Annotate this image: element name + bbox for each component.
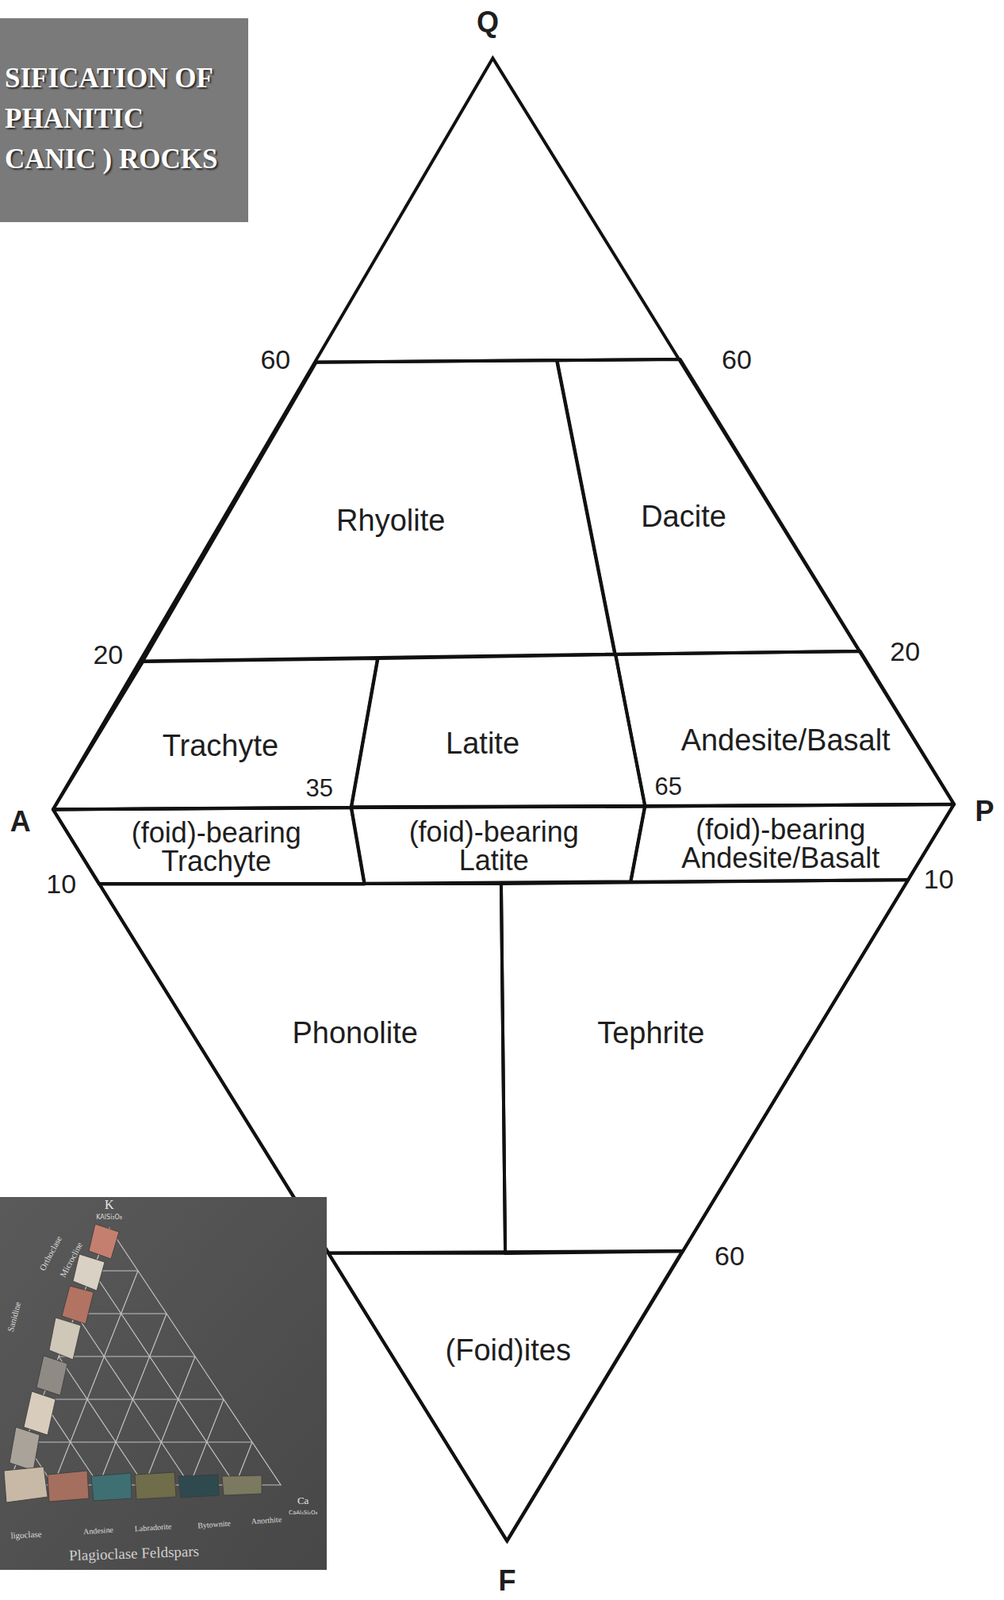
qapf-field: (foid)-bearing Trachyte — [53, 807, 365, 884]
qapf-field: Rhyolite — [142, 360, 616, 662]
field-border — [351, 654, 646, 808]
field-border — [501, 879, 909, 1254]
field-name: Phonolite — [291, 1017, 418, 1048]
qapf-field: Tephrite — [501, 879, 909, 1254]
ternary-grid — [7, 1227, 281, 1485]
apex-label: Q — [476, 7, 499, 37]
qapf-field: Dacite — [556, 359, 860, 655]
field-name: (Foid)ites — [445, 1334, 571, 1365]
field-name: Dacite — [640, 501, 727, 532]
apex-label: P — [975, 797, 995, 826]
scale-number: 10 — [923, 865, 955, 893]
mineral-name: ligoclase — [11, 1528, 43, 1540]
feldspar-inset: KKAlSi₃O₈OrthoclaseMicroclineSanidineCaC… — [0, 1196, 327, 1570]
qapf-field: (Foid)ites — [328, 1250, 683, 1541]
scale-number: 10 — [45, 869, 77, 897]
field-border — [630, 804, 955, 882]
field-name: Andesite/Basalt — [681, 724, 891, 755]
apex-label: F — [498, 1566, 516, 1595]
qapf-field: (foid)-bearing Latite — [351, 805, 646, 884]
inset-ground — [0, 1196, 327, 1570]
field-name: Tephrite — [597, 1017, 705, 1048]
scale-number: 60 — [714, 1241, 745, 1269]
field-name: Latite — [445, 728, 520, 759]
field-name: (foid)-bearing Andesite/Basalt — [665, 815, 896, 873]
field-border — [328, 1250, 683, 1541]
field-border — [615, 651, 955, 807]
formula-label: CaAl₂Si₂O₈ — [288, 1509, 318, 1515]
field-outline — [328, 1250, 683, 1541]
field-name: (foid)-bearing Latite — [394, 817, 594, 875]
endmember-label: K — [104, 1198, 115, 1211]
title-text: SIFICATION OF PHANITIC CANIC ) ROCKS — [4, 57, 233, 180]
endmember-label: Ca — [297, 1494, 309, 1506]
scale-number: 20 — [889, 637, 920, 665]
qapf-field: Latite — [351, 654, 646, 808]
field-border — [351, 805, 646, 884]
qapf-field: (foid)-bearing Andesite/Basalt — [630, 804, 955, 882]
field-name: Rhyolite — [336, 505, 445, 536]
scale-number: 20 — [92, 640, 123, 668]
field-border — [53, 807, 365, 885]
field-border — [53, 658, 378, 809]
scale-number: 60 — [260, 345, 291, 373]
scale-number: 35 — [305, 775, 333, 801]
title-banner: SIFICATION OF PHANITIC CANIC ) ROCKS — [0, 18, 249, 223]
field-name: (foid)-bearing Trachyte — [117, 818, 316, 876]
feldspar-crystals — [3, 1223, 262, 1503]
scale-number: 65 — [654, 773, 682, 798]
field-border — [142, 360, 616, 662]
field-border — [99, 883, 506, 1254]
formula-label: KAlSi₃O₈ — [95, 1214, 123, 1221]
apex-label: A — [10, 807, 31, 836]
field-border — [556, 359, 860, 655]
field-outline — [501, 879, 909, 1254]
field-name: Trachyte — [162, 730, 279, 761]
scale-number: 60 — [721, 345, 752, 373]
